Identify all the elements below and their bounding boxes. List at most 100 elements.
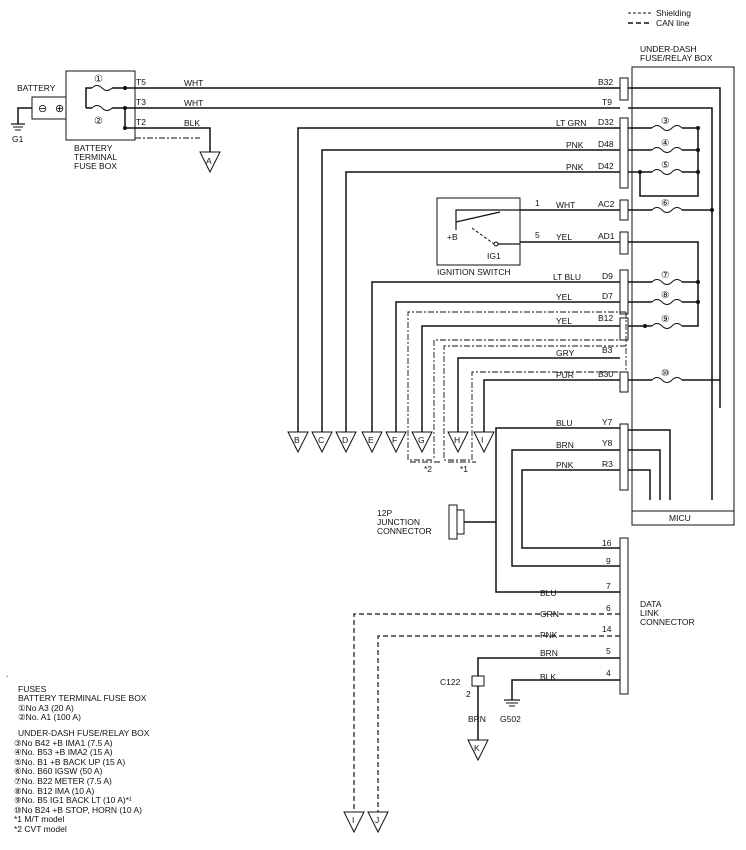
fuse-7-label: ⑦ <box>661 270 670 281</box>
micu-label: MICU <box>669 513 691 523</box>
wire-gry: GRY <box>556 348 575 358</box>
legend-can-line: CAN line <box>656 18 690 28</box>
fuse-2-label: ② <box>94 116 103 127</box>
btfb-label-3: FUSE BOX <box>74 161 117 171</box>
g502-label: G502 <box>500 714 521 724</box>
pin-d42: D42 <box>598 161 614 171</box>
wire-wht-t3: WHT <box>184 98 203 108</box>
svg-text:C: C <box>318 435 324 445</box>
wire-brn-dlc5: BRN <box>540 648 558 658</box>
relay-box-connectors <box>619 77 629 491</box>
c122-label: C122 <box>440 677 461 687</box>
dlc-pin-9: 9 <box>606 556 611 566</box>
note-fuse-5: ⑤No. B1 +B BACK UP (15 A) <box>14 756 126 767</box>
relay-box-label-1: UNDER-DASH <box>640 44 697 54</box>
fuse-4-label: ④ <box>661 138 670 149</box>
wire-wht-ac2: WHT <box>556 200 575 210</box>
svg-text:A: A <box>206 156 212 166</box>
dlc-pin-5: 5 <box>606 646 611 656</box>
pin-d9: D9 <box>602 271 613 281</box>
pin-d48: D48 <box>598 139 614 149</box>
ignition-pin-5: 5 <box>535 230 540 240</box>
terminal-i: I <box>473 431 495 454</box>
wire-yel-ad1: YEL <box>556 232 572 242</box>
under-dash-fuse-relay-box: UNDER-DASH FUSE/RELAY BOX MICU <box>631 44 735 526</box>
wire-pnk-d48: PNK <box>566 140 584 150</box>
wire-blk-dlc4: BLK <box>540 672 556 682</box>
notes-fuses-heading: FUSES <box>18 683 47 694</box>
fuse-8-label: ⑧ <box>661 290 670 301</box>
ground-icon <box>504 699 520 707</box>
note-fuse-9: ⑨No. B5 IG1 BACK LT (10 A)*¹ <box>14 795 132 806</box>
pin-y8: Y8 <box>602 438 613 448</box>
note-fuse-8: ⑧No. B12 IMA (10 A) <box>14 785 95 796</box>
svg-text:H: H <box>454 435 460 445</box>
fuse-9-label: ⑨ <box>661 314 670 325</box>
svg-text:I: I <box>352 815 354 825</box>
terminal-e: E <box>361 431 383 454</box>
wire-blk-t2: BLK <box>184 118 200 128</box>
wire-pnk-can: PNK <box>540 630 558 640</box>
legend-shielding: Shielding <box>656 8 691 18</box>
ignition-pin-1: 1 <box>535 198 540 208</box>
note-fuse-6: ⑥No. B60 IGSW (50 A) <box>14 766 103 777</box>
btfb-label-2: TERMINAL <box>74 152 117 162</box>
ground-g502: G502 <box>500 699 521 724</box>
wire-brn-y8: BRN <box>556 440 574 450</box>
battery-terminal-fuse-box: BATTERY TERMINAL FUSE BOX ① ② T5 T3 T2 <box>65 70 146 171</box>
c122-pin: 2 <box>466 689 471 699</box>
terminal-b: B <box>287 431 309 454</box>
svg-text:K: K <box>474 743 480 753</box>
relay-box-fuses: ③ ④ ⑤ ⑥ ⑦ ⑧ ⑨ ⑩ <box>638 116 720 383</box>
dlc-pin-16: 16 <box>602 538 612 548</box>
fuse-1-label: ① <box>94 74 103 85</box>
terminal-f: F <box>385 431 407 454</box>
data-link-connector: DATA LINK CONNECTOR 16 9 7 6 14 5 4 <box>602 537 695 695</box>
notes-tick: ` <box>6 674 9 684</box>
terminal-h: H <box>447 431 469 454</box>
wire-yel-d7: YEL <box>556 292 572 302</box>
dlc-pin-6: 6 <box>606 603 611 613</box>
dlc-pin-7: 7 <box>606 581 611 591</box>
wire-grn-can: GRN <box>540 609 559 619</box>
wire-brn-k: BRN <box>468 714 486 724</box>
battery-minus-icon: ⊖ <box>38 103 47 115</box>
fuse-3-label: ③ <box>661 116 670 127</box>
note-fuse-4: ④No. B53 +B IMA2 (15 A) <box>14 747 113 758</box>
wire-pnk-r3: PNK <box>556 460 574 470</box>
ignition-ig1: IG1 <box>487 251 501 261</box>
pin-b3: B3 <box>602 345 613 355</box>
terminal-k: K <box>467 739 489 762</box>
junction-label-2: JUNCTION <box>377 517 420 527</box>
ground-g1-label: G1 <box>12 134 24 144</box>
dlc-pin-14: 14 <box>602 624 612 634</box>
note-fuse-3: ③No B42 +B IMA1 (7.5 A) <box>14 737 113 748</box>
c122-connector: C122 2 BRN <box>440 675 486 740</box>
wire-lt-grn: LT GRN <box>556 118 586 128</box>
footnote-mark-cvt: *2 <box>424 464 432 474</box>
wire-pur: PUR <box>556 370 574 380</box>
junction-label-1: 12P <box>377 508 392 518</box>
terminal-c: C <box>311 431 333 454</box>
wire-blu-y7: BLU <box>556 418 573 428</box>
pin-t5: T5 <box>136 77 146 87</box>
ground-icon <box>11 123 25 131</box>
note-fuse-1: ①No A3 (20 A) <box>18 702 74 713</box>
footnote-1: *1 M/T model <box>14 814 65 825</box>
wire-blu-dlc7: BLU <box>540 588 557 598</box>
fuse-notes: ` FUSES BATTERY TERMINAL FUSE BOX ①No A3… <box>6 674 149 835</box>
pin-r3: R3 <box>602 459 613 469</box>
fuse-6-label: ⑥ <box>661 198 670 209</box>
note-fuse-10: ⑩No B24 +B STOP, HORN (10 A) <box>14 804 143 815</box>
svg-text:E: E <box>368 435 374 445</box>
dlc-label-1: DATA <box>640 599 662 609</box>
wire-pnk-d42: PNK <box>566 162 584 172</box>
pin-ad1: AD1 <box>598 231 615 241</box>
svg-text:G: G <box>418 435 425 445</box>
ignition-plus-b: +B <box>447 232 458 242</box>
footnote-2: *2 CVT model <box>14 823 67 834</box>
terminal-j: J <box>367 811 389 834</box>
legend: Shielding CAN line <box>628 8 691 28</box>
svg-text:B: B <box>294 435 300 445</box>
